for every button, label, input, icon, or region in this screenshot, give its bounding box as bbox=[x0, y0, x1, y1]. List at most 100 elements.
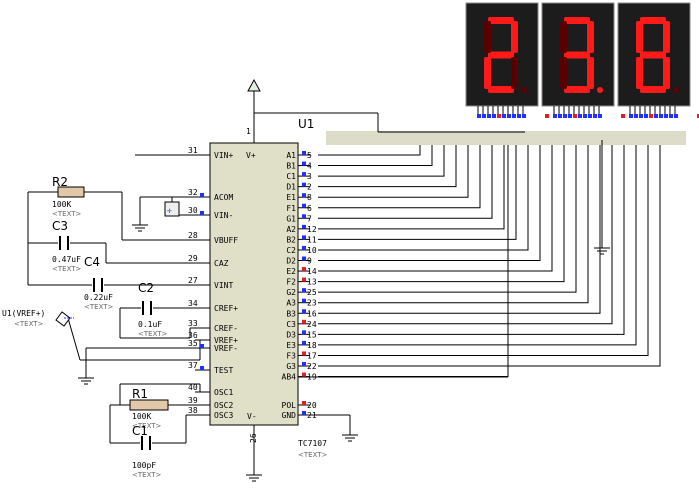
segment-d bbox=[564, 86, 590, 93]
pin-name: VREF- bbox=[214, 344, 238, 353]
display-pin bbox=[593, 114, 597, 118]
segment-g bbox=[564, 51, 590, 59]
pin-name: F1 bbox=[286, 204, 296, 213]
display-pin bbox=[507, 114, 511, 118]
pin-number: 29 bbox=[188, 254, 198, 263]
segment-b bbox=[587, 21, 594, 53]
r1-ref: R1 bbox=[132, 387, 148, 401]
r2-value: 100K bbox=[52, 200, 71, 209]
pin-number: 3 bbox=[307, 172, 312, 181]
r2-resistor[interactable] bbox=[57, 186, 85, 198]
segment-f bbox=[560, 21, 567, 53]
decimal-point bbox=[597, 87, 603, 93]
chip-pins: 31VIN+32ACOM30VIN-28VBUFF29CAZ27VINT34CR… bbox=[188, 146, 317, 420]
pin-number: 6 bbox=[307, 204, 312, 213]
pin-name: OSC2 bbox=[214, 401, 233, 410]
voltage-probe-icon[interactable] bbox=[55, 311, 74, 327]
segment-a bbox=[488, 17, 514, 24]
pin-marker bbox=[302, 411, 306, 415]
display-pin bbox=[573, 114, 577, 118]
segment-c bbox=[663, 57, 670, 89]
pin-number: 7 bbox=[307, 214, 312, 223]
digit-display-1: 2 bbox=[465, 2, 549, 118]
c1-ref: C1 bbox=[132, 424, 148, 438]
pin-name: OSC1 bbox=[214, 388, 233, 397]
pin-number: 24 bbox=[307, 320, 317, 329]
pin-name: CREF- bbox=[214, 324, 238, 333]
pin-name: GND bbox=[282, 411, 297, 420]
segment-a bbox=[640, 17, 666, 24]
display-pin bbox=[674, 114, 678, 118]
c2-text: <TEXT> bbox=[138, 330, 168, 338]
c4-ref: C4 bbox=[84, 255, 100, 269]
display-pin bbox=[621, 114, 625, 118]
pin-name: VREF+ bbox=[214, 336, 238, 345]
vref-text: <TEXT> bbox=[14, 320, 44, 328]
vref-ref: U1(VREF+) bbox=[2, 309, 45, 318]
pin-number: 36 bbox=[188, 331, 198, 340]
pin-marker bbox=[302, 161, 306, 166]
pin-name: E3 bbox=[286, 341, 296, 350]
pin-number: 10 bbox=[307, 246, 317, 255]
chip-text: <TEXT> bbox=[298, 451, 328, 459]
pin-name: VIN+ bbox=[214, 151, 233, 160]
chip-ref: U1 bbox=[298, 117, 314, 131]
pin-number: 32 bbox=[188, 188, 198, 197]
pin-number: 13 bbox=[307, 278, 317, 287]
chip-top-pin: 1 bbox=[246, 127, 251, 136]
pin-name: G2 bbox=[286, 288, 296, 297]
r1-resistor[interactable] bbox=[129, 399, 169, 411]
c3-ref: C3 bbox=[52, 219, 68, 233]
pin-marker bbox=[302, 182, 306, 187]
pin-number: 12 bbox=[307, 225, 317, 234]
display-pin bbox=[578, 114, 582, 118]
pin-marker bbox=[302, 203, 306, 208]
pin-number: 14 bbox=[307, 267, 317, 276]
pin-number: 8 bbox=[307, 193, 312, 202]
segment-d bbox=[488, 86, 514, 93]
pin-number: 15 bbox=[307, 330, 317, 339]
pin-marker bbox=[302, 245, 306, 250]
vcc-arrow-icon bbox=[247, 78, 261, 92]
pin-name: B3 bbox=[286, 309, 296, 318]
pin-number: 28 bbox=[188, 231, 198, 240]
display-pin bbox=[563, 114, 567, 118]
pin-name: POL bbox=[282, 401, 297, 410]
pin-name: G1 bbox=[286, 214, 296, 223]
display-pin bbox=[629, 114, 633, 118]
c4-text: <TEXT> bbox=[84, 303, 114, 311]
display-pin bbox=[477, 114, 481, 118]
pin-number: 2 bbox=[307, 183, 312, 192]
pin-number: 9 bbox=[307, 257, 312, 266]
pin-name: VBUFF bbox=[214, 236, 238, 245]
pin-name: C2 bbox=[286, 246, 296, 255]
pin-number: 27 bbox=[188, 276, 198, 285]
c1-value: 100pF bbox=[132, 461, 156, 470]
pin-number: 37 bbox=[188, 361, 198, 370]
decimal-point bbox=[521, 87, 527, 93]
segment-f bbox=[484, 21, 491, 53]
c2-ref: C2 bbox=[138, 281, 154, 295]
r2-text: <TEXT> bbox=[52, 210, 82, 218]
display-pin bbox=[598, 114, 602, 118]
seven-segment-displays: 238 bbox=[465, 2, 699, 118]
display-pin bbox=[697, 114, 699, 118]
pin-number: 4 bbox=[307, 162, 312, 171]
pin-name: ACOM bbox=[214, 193, 233, 202]
segment-bus-wires bbox=[326, 131, 686, 145]
pin-name: G3 bbox=[286, 362, 296, 371]
pin-marker bbox=[302, 340, 306, 345]
pin-marker bbox=[302, 401, 306, 405]
display-pin bbox=[644, 114, 648, 118]
c4-value: 0.22uF bbox=[84, 293, 113, 302]
display-pin bbox=[634, 114, 638, 118]
tc7107-chip[interactable] bbox=[209, 132, 299, 426]
display-pin bbox=[545, 114, 549, 118]
pin-marker bbox=[302, 214, 306, 219]
pin-marker bbox=[302, 172, 306, 177]
c3-value: 0.47uF bbox=[52, 255, 81, 264]
segment-c bbox=[587, 57, 594, 89]
segment-e bbox=[636, 57, 643, 89]
display-pin bbox=[654, 114, 658, 118]
